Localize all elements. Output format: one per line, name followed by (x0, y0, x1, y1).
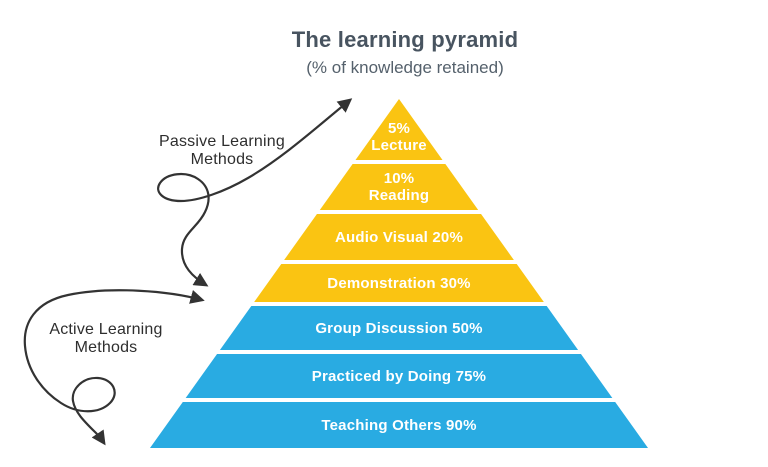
pyramid-level-practiced-by-doing (185, 354, 613, 398)
passive-methods-label: Passive Learning Methods (132, 133, 312, 169)
pyramid-level-demonstration (254, 264, 544, 302)
pyramid-level-lecture (355, 99, 443, 160)
active-methods-label-line1: Active Learning (49, 321, 163, 338)
active-methods-label-line2: Methods (74, 339, 138, 356)
page-title: The learning pyramid (291, 27, 519, 52)
pyramid-level-audio-visual (284, 214, 514, 260)
active-methods-label: Active Learning Methods (16, 321, 196, 357)
page-subtitle: (% of knowledge retained) (306, 58, 504, 77)
passive-methods-label-line1: Passive Learning (159, 133, 285, 150)
pyramid-bands (149, 99, 649, 448)
passive-arrow-squiggle (157, 98, 353, 287)
active-arrow-squiggle (23, 289, 205, 446)
passive-methods-label-line2: Methods (190, 151, 254, 168)
pyramid-level-reading (319, 164, 479, 210)
diagram-header: The learning pyramid (% of knowledge ret… (105, 27, 705, 78)
pyramid-level-group-discussion (219, 306, 579, 350)
pyramid-level-teaching-others (149, 402, 649, 448)
